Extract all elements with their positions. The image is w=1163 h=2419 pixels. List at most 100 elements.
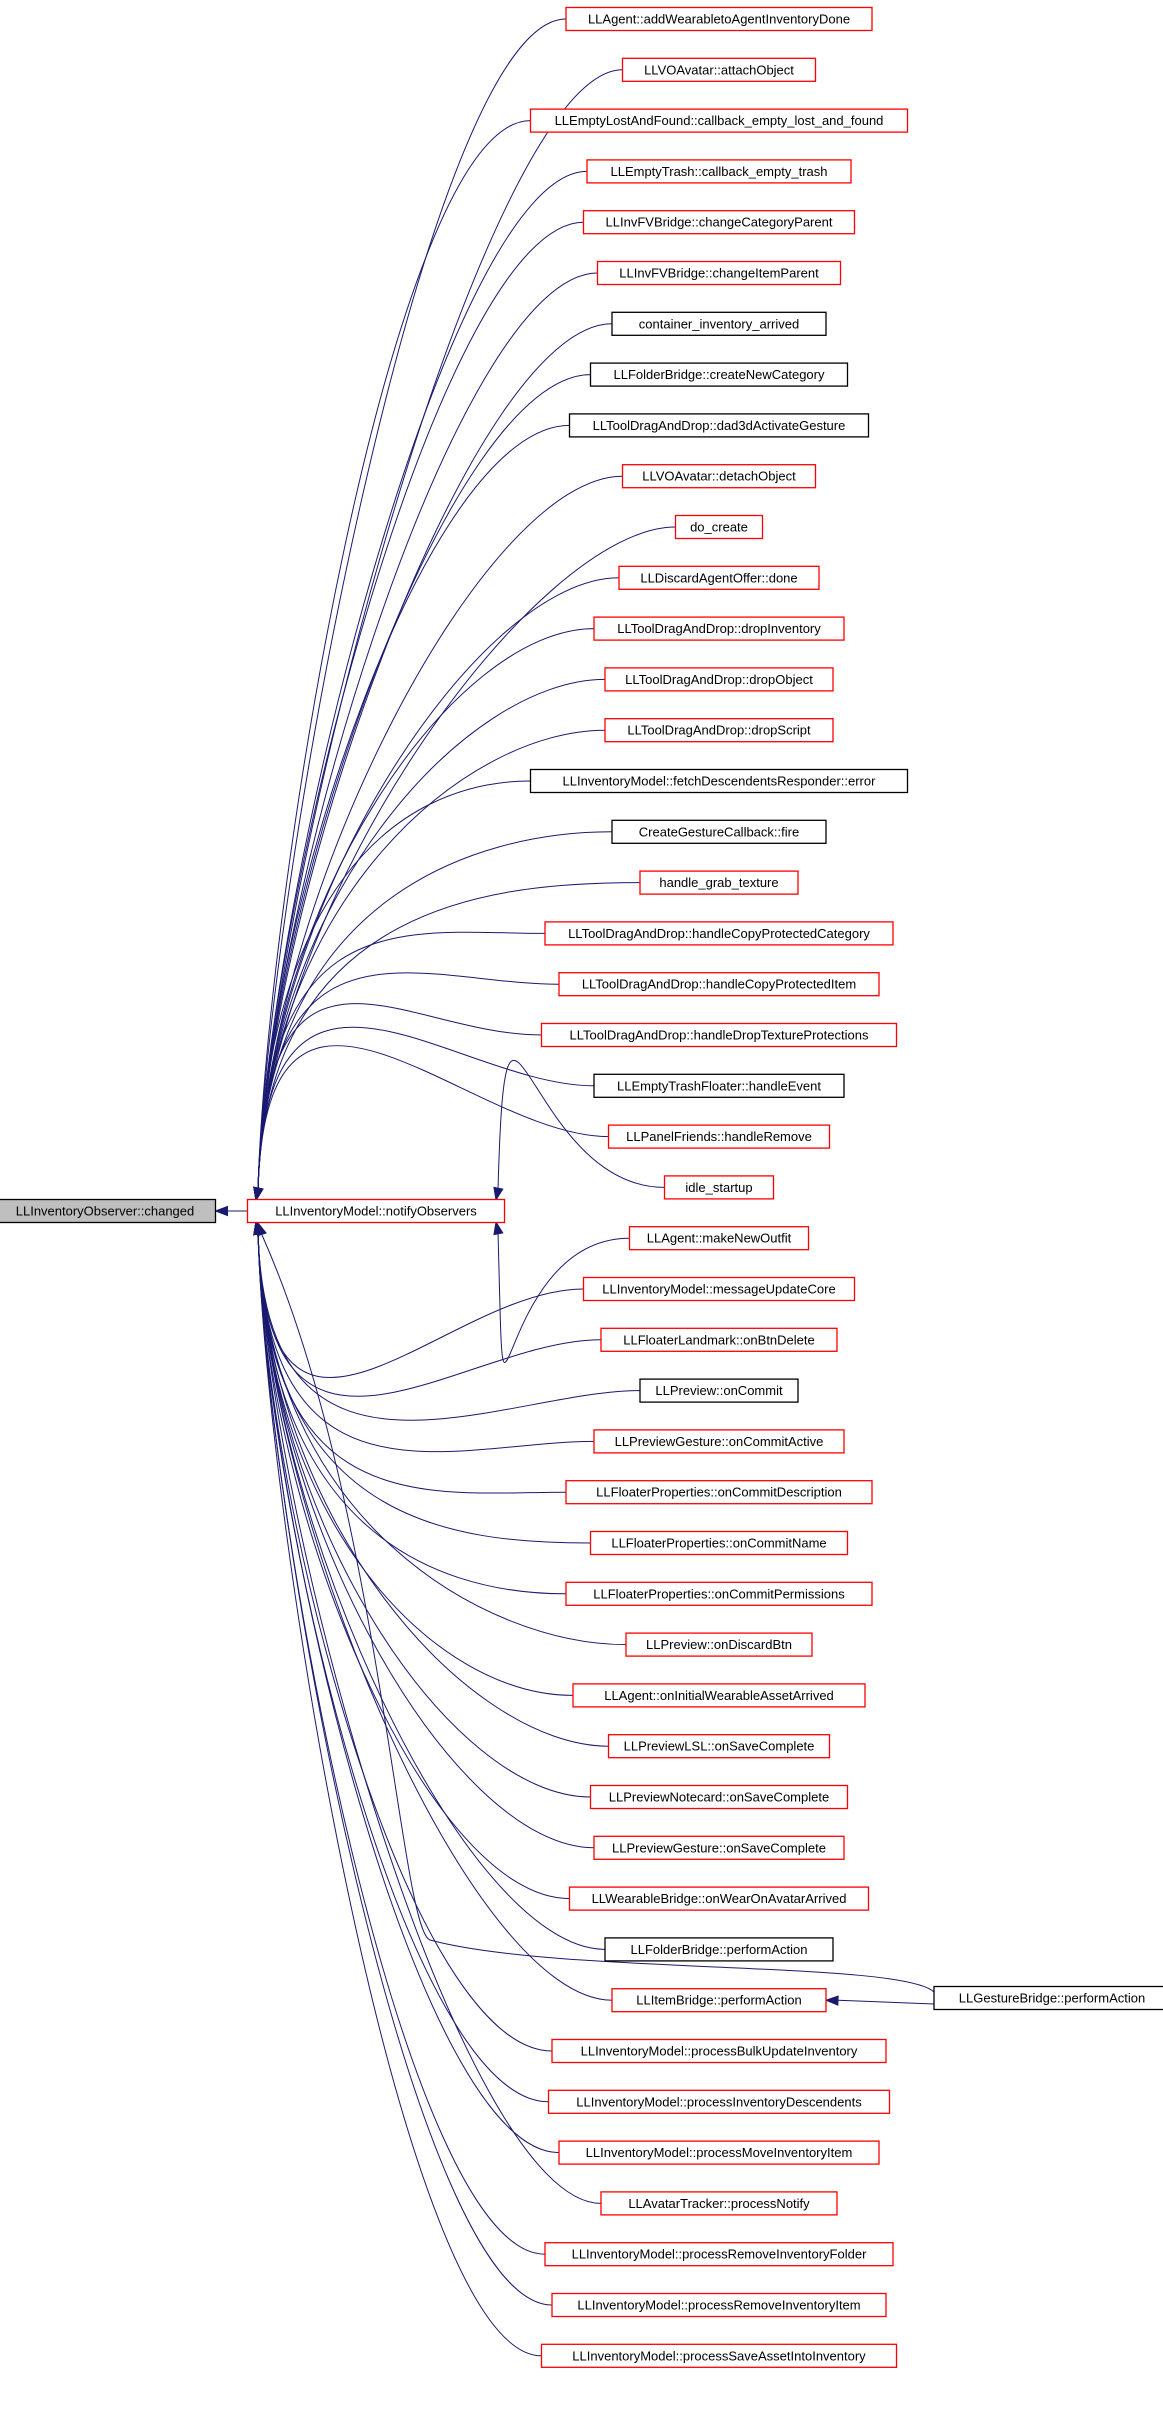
edge-caller-38: [253, 1220, 606, 1950]
caller-node-20[interactable]: LLToolDragAndDrop::handleDropTextureProt…: [540, 1022, 898, 1048]
edge-caller-27-line: [257, 1231, 641, 1421]
caller-node-45[interactable]: LLInventoryModel::processRemoveInventory…: [551, 2292, 887, 2318]
edge-caller-6-line: [257, 323, 613, 1191]
caller-node-42-box: [558, 2140, 880, 2165]
caller-node-20-label: LLToolDragAndDrop::handleDropTextureProt…: [570, 1028, 869, 1043]
edge-far-to-hub-arrowhead: [256, 1221, 267, 1237]
caller-node-40-label: LLInventoryModel::processBulkUpdateInven…: [581, 2044, 858, 2059]
edge-far-to-itembridge-arrowhead: [824, 1995, 839, 2006]
caller-node-44-label: LLInventoryModel::processRemoveInventory…: [572, 2247, 867, 2262]
caller-node-11-box: [618, 565, 820, 590]
caller-node-35[interactable]: LLPreviewNotecard::onSaveComplete: [589, 1784, 849, 1810]
caller-node-18-box: [544, 921, 894, 946]
edge-caller-30-line: [257, 1231, 591, 1544]
caller-node-43[interactable]: LLAvatarTracker::processNotify: [600, 2191, 838, 2216]
edge-caller-34-line: [257, 1231, 609, 1747]
caller-node-17[interactable]: handle_grab_texture: [639, 870, 799, 895]
caller-node-29[interactable]: LLFloaterProperties::onCommitDescription: [565, 1480, 873, 1505]
caller-node-19[interactable]: LLToolDragAndDrop::handleCopyProtectedIt…: [558, 972, 880, 997]
caller-node-23[interactable]: idle_startup: [663, 1175, 775, 1200]
hub-node[interactable]: LLInventoryModel::notifyObservers: [246, 1198, 506, 1224]
edge-hub-to-root: [214, 1205, 248, 1217]
caller-node-19-box: [558, 972, 880, 997]
caller-node-4[interactable]: LLInvFVBridge::changeCategoryParent: [582, 210, 856, 235]
caller-node-33[interactable]: LLAgent::onInitialWearableAssetArrived: [572, 1683, 866, 1708]
root-node[interactable]: LLInventoryObserver::changed: [0, 1198, 217, 1224]
edge-caller-8-line: [257, 424, 570, 1191]
caller-node-36[interactable]: LLPreviewGesture::onSaveComplete: [593, 1835, 845, 1860]
caller-node-16[interactable]: CreateGestureCallback::fire: [611, 819, 827, 844]
caller-node-30[interactable]: LLFloaterProperties::onCommitName: [589, 1530, 849, 1556]
caller-node-22[interactable]: LLPanelFriends::handleRemove: [607, 1124, 831, 1149]
far-node[interactable]: LLGestureBridge::performAction: [933, 1985, 1163, 2011]
caller-node-11[interactable]: LLDiscardAgentOffer::done: [618, 565, 820, 590]
caller-node-21[interactable]: LLEmptyTrashFloater::handleEvent: [593, 1073, 845, 1098]
caller-node-22-label: LLPanelFriends::handleRemove: [626, 1129, 812, 1144]
caller-node-1-box: [621, 57, 817, 82]
edge-caller-0-line: [257, 18, 567, 1191]
caller-node-23-box: [663, 1175, 775, 1200]
caller-node-12-label: LLToolDragAndDrop::dropInventory: [617, 621, 821, 636]
caller-node-24[interactable]: LLAgent::makeNewOutfit: [628, 1226, 810, 1251]
edge-caller-11-line: [257, 577, 620, 1191]
caller-node-15[interactable]: LLInventoryModel::fetchDescendentsRespon…: [529, 768, 909, 794]
edge-caller-21-line: [257, 1026, 595, 1191]
caller-node-38[interactable]: LLFolderBridge::performAction: [604, 1937, 834, 1962]
edge-caller-4-line: [257, 221, 584, 1191]
caller-node-34[interactable]: LLPreviewLSL::onSaveComplete: [607, 1734, 831, 1759]
caller-node-1[interactable]: LLVOAvatar::attachObject: [621, 57, 817, 82]
edge-caller-10-line: [257, 526, 676, 1191]
caller-node-13[interactable]: LLToolDragAndDrop::dropObject: [604, 667, 834, 692]
edge-caller-9: [253, 475, 623, 1202]
caller-node-10[interactable]: do_create: [674, 514, 764, 540]
caller-node-46-label: LLInventoryModel::processSaveAssetIntoIn…: [572, 2348, 866, 2363]
caller-node-23-label: idle_startup: [685, 1180, 752, 1195]
caller-node-12[interactable]: LLToolDragAndDrop::dropInventory: [593, 616, 845, 641]
caller-node-14[interactable]: LLToolDragAndDrop::dropScript: [604, 718, 834, 743]
caller-node-27[interactable]: LLPreview::onCommit: [639, 1378, 799, 1403]
caller-node-28[interactable]: LLPreviewGesture::onCommitActive: [593, 1429, 845, 1454]
caller-node-5-label: LLInvFVBridge::changeItemParent: [619, 266, 819, 281]
caller-node-8[interactable]: LLToolDragAndDrop::dad3dActivateGesture: [568, 413, 870, 438]
caller-node-5[interactable]: LLInvFVBridge::changeItemParent: [596, 260, 842, 286]
caller-node-0[interactable]: LLAgent::addWearabletoAgentInventoryDone: [565, 6, 873, 32]
caller-node-2[interactable]: LLEmptyLostAndFound::callback_empty_lost…: [529, 108, 909, 133]
caller-node-42-label: LLInventoryModel::processMoveInventoryIt…: [586, 2145, 853, 2160]
caller-node-25[interactable]: LLInventoryModel::messageUpdateCore: [582, 1276, 856, 1302]
caller-node-26[interactable]: LLFloaterLandmark::onBtnDelete: [600, 1327, 838, 1352]
caller-node-6[interactable]: container_inventory_arrived: [611, 311, 827, 336]
caller-node-3-box: [586, 159, 852, 184]
edge-caller-2-line: [257, 120, 531, 1191]
caller-node-9-label: LLVOAvatar::detachObject: [642, 469, 796, 484]
caller-node-25-box: [582, 1276, 856, 1302]
caller-node-41[interactable]: LLInventoryModel::processInventoryDescen…: [547, 2089, 891, 2114]
caller-node-46[interactable]: LLInventoryModel::processSaveAssetIntoIn…: [540, 2343, 898, 2368]
caller-node-37[interactable]: LLWearableBridge::onWearOnAvatarArrived: [568, 1886, 870, 1911]
edge-caller-45-line: [257, 1231, 553, 2306]
edge-caller-0: [253, 18, 567, 1202]
caller-node-9[interactable]: LLVOAvatar::detachObject: [621, 464, 817, 489]
caller-node-40[interactable]: LLInventoryModel::processBulkUpdateInven…: [551, 2038, 887, 2064]
edge-caller-22: [253, 1045, 609, 1202]
caller-node-19-label: LLToolDragAndDrop::handleCopyProtectedIt…: [582, 977, 856, 992]
edge-caller-15-line: [257, 780, 531, 1191]
caller-node-45-label: LLInventoryModel::processRemoveInventory…: [577, 2298, 860, 2313]
caller-node-18[interactable]: LLToolDragAndDrop::handleCopyProtectedCa…: [544, 921, 894, 946]
caller-node-31[interactable]: LLFloaterProperties::onCommitPermissions: [565, 1581, 873, 1606]
edge-caller-17-line: [257, 882, 641, 1191]
edge-caller-43-line: [257, 1231, 602, 2204]
caller-node-39[interactable]: LLItemBridge::performAction: [611, 1988, 827, 2013]
caller-node-21-box: [593, 1073, 845, 1098]
edge-caller-31: [253, 1220, 567, 1595]
caller-node-3[interactable]: LLEmptyTrash::callback_empty_trash: [586, 159, 852, 184]
caller-node-44[interactable]: LLInventoryModel::processRemoveInventory…: [544, 2242, 894, 2267]
edge-caller-44-line: [257, 1231, 546, 2255]
caller-node-32[interactable]: LLPreview::onDiscardBtn: [625, 1632, 813, 1657]
caller-node-14-box: [604, 718, 834, 743]
edge-caller-23: [493, 1059, 665, 1202]
edge-caller-24-arrowhead: [493, 1220, 504, 1236]
caller-node-7[interactable]: LLFolderBridge::createNewCategory: [589, 362, 849, 387]
caller-node-42[interactable]: LLInventoryModel::processMoveInventoryIt…: [558, 2140, 880, 2165]
edge-caller-42: [253, 1220, 560, 2154]
